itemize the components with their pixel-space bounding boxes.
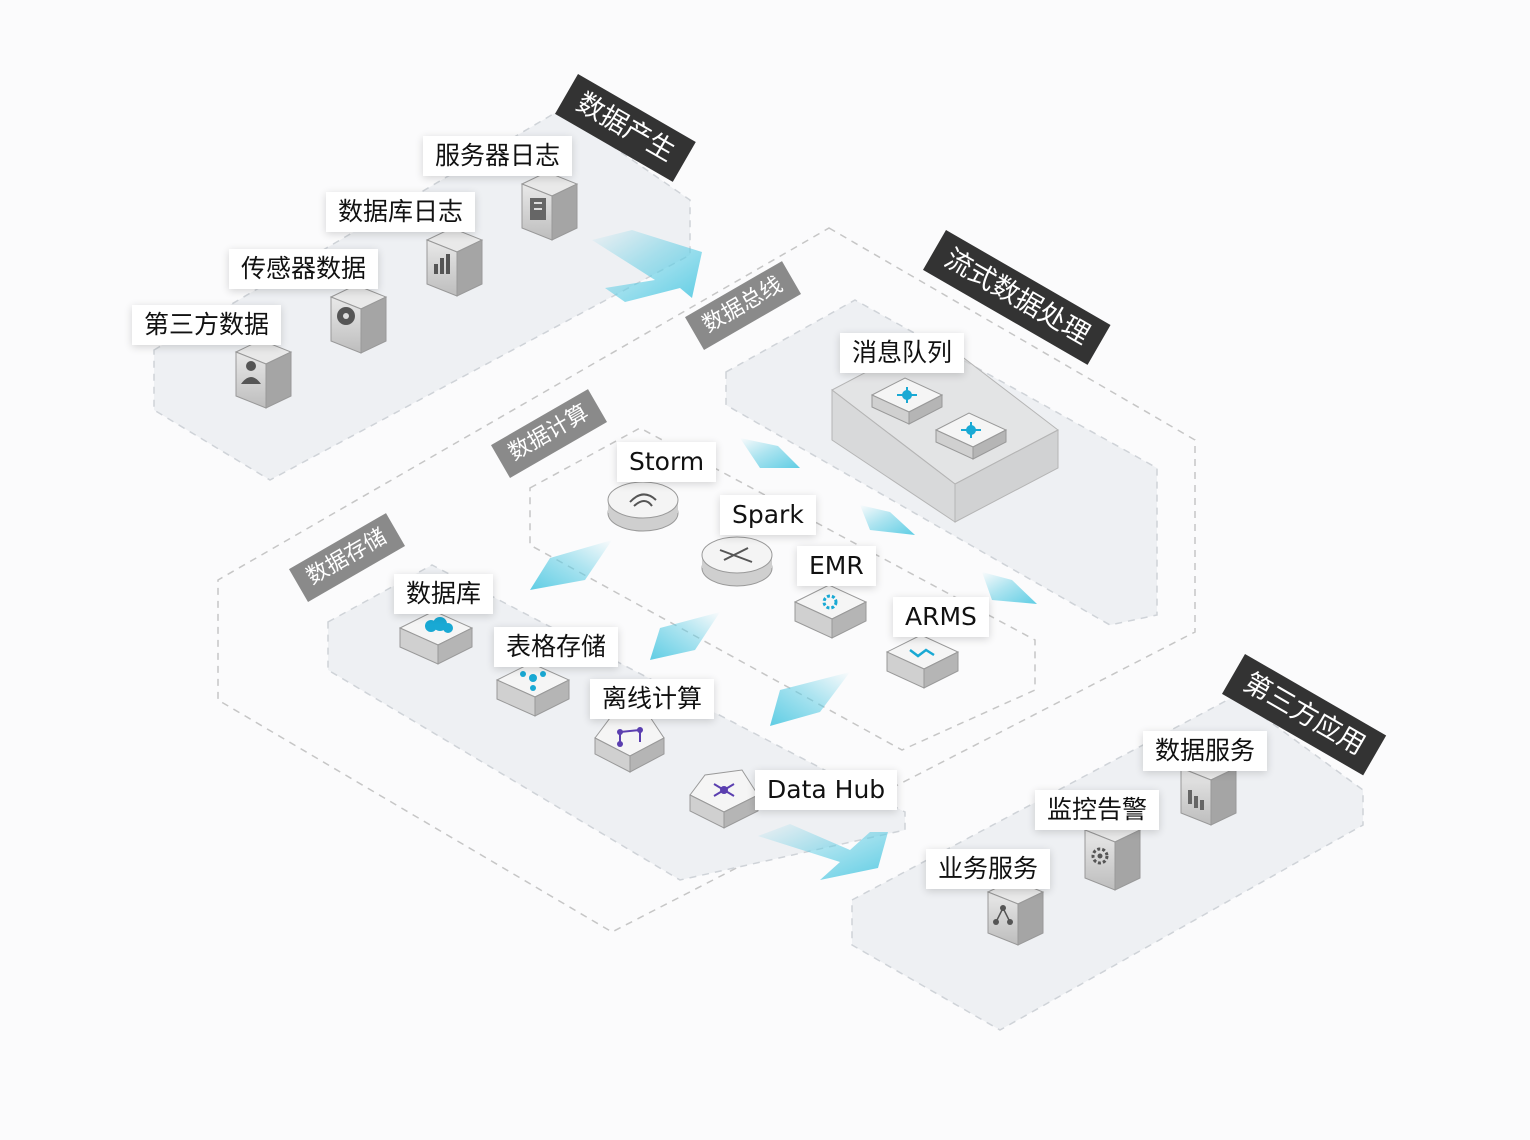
arms-icon xyxy=(909,648,935,658)
label-db-log: 数据库日志 xyxy=(326,192,476,232)
datahub-icon xyxy=(713,783,735,797)
document-icon xyxy=(530,198,546,220)
bar-chart-icon xyxy=(1188,790,1204,810)
flow-arrow-bus-arms xyxy=(982,572,1037,604)
label-emr: EMR xyxy=(797,546,876,586)
label-spark: Spark xyxy=(720,495,816,535)
sensor-tower xyxy=(329,284,388,354)
flow-arrow-compute-storage-2 xyxy=(650,612,720,660)
cloud-icon xyxy=(425,617,453,633)
user-icon xyxy=(241,361,261,384)
db-log-tower xyxy=(425,227,484,297)
queue-node-1 xyxy=(870,377,944,425)
label-data-service: 数据服务 xyxy=(1143,731,1268,771)
storm-logo-icon xyxy=(629,493,657,507)
branch-icon xyxy=(993,905,1013,925)
data-generation-platform xyxy=(153,109,691,481)
storm-node xyxy=(607,481,679,532)
flow-arrow-generation xyxy=(592,230,702,302)
datahub-node xyxy=(689,769,759,829)
message-queue-container xyxy=(831,335,1059,523)
label-business-service: 业务服务 xyxy=(926,849,1051,889)
label-third-party-data: 第三方数据 xyxy=(132,305,282,345)
spark-node xyxy=(701,536,773,587)
business-service-tower xyxy=(986,879,1045,946)
flow-arrow-compute-storage-1 xyxy=(530,540,612,590)
graph-icon xyxy=(617,727,643,747)
emr-node xyxy=(793,584,868,639)
table-store-node xyxy=(495,662,571,717)
label-offline-compute: 离线计算 xyxy=(590,679,715,719)
spark-logo-icon xyxy=(719,547,753,563)
arms-node xyxy=(885,634,960,689)
queue-node-2 xyxy=(934,412,1008,460)
sensor-icon xyxy=(337,307,355,325)
network-icon xyxy=(520,671,546,691)
label-storm: Storm xyxy=(617,442,717,482)
gear-icon xyxy=(1091,847,1109,865)
label-sensor-data: 传感器数据 xyxy=(229,249,379,289)
hub-node-icon xyxy=(961,422,981,438)
flow-arrow-bus-compute-1 xyxy=(740,438,800,468)
database-node xyxy=(398,610,474,665)
stream-processing-frame xyxy=(217,227,1196,933)
flow-arrow-compute-storage-3 xyxy=(770,672,850,726)
flow-arrow-bus-compute-2 xyxy=(860,505,915,535)
label-arms: ARMS xyxy=(893,597,989,637)
label-message-queue: 消息队列 xyxy=(840,333,965,373)
server-log-tower xyxy=(520,171,579,241)
offline-compute-node xyxy=(594,713,665,773)
label-table-store: 表格存储 xyxy=(494,627,619,667)
label-monitoring: 监控告警 xyxy=(1035,790,1160,830)
label-database: 数据库 xyxy=(394,574,494,614)
emr-icon xyxy=(822,594,838,610)
bar-chart-icon xyxy=(434,254,450,274)
label-datahub: Data Hub xyxy=(755,770,898,810)
flow-arrow-apps xyxy=(758,824,888,880)
hub-node-icon xyxy=(897,387,917,403)
user-tower xyxy=(234,339,293,409)
label-server-log: 服务器日志 xyxy=(423,136,573,176)
